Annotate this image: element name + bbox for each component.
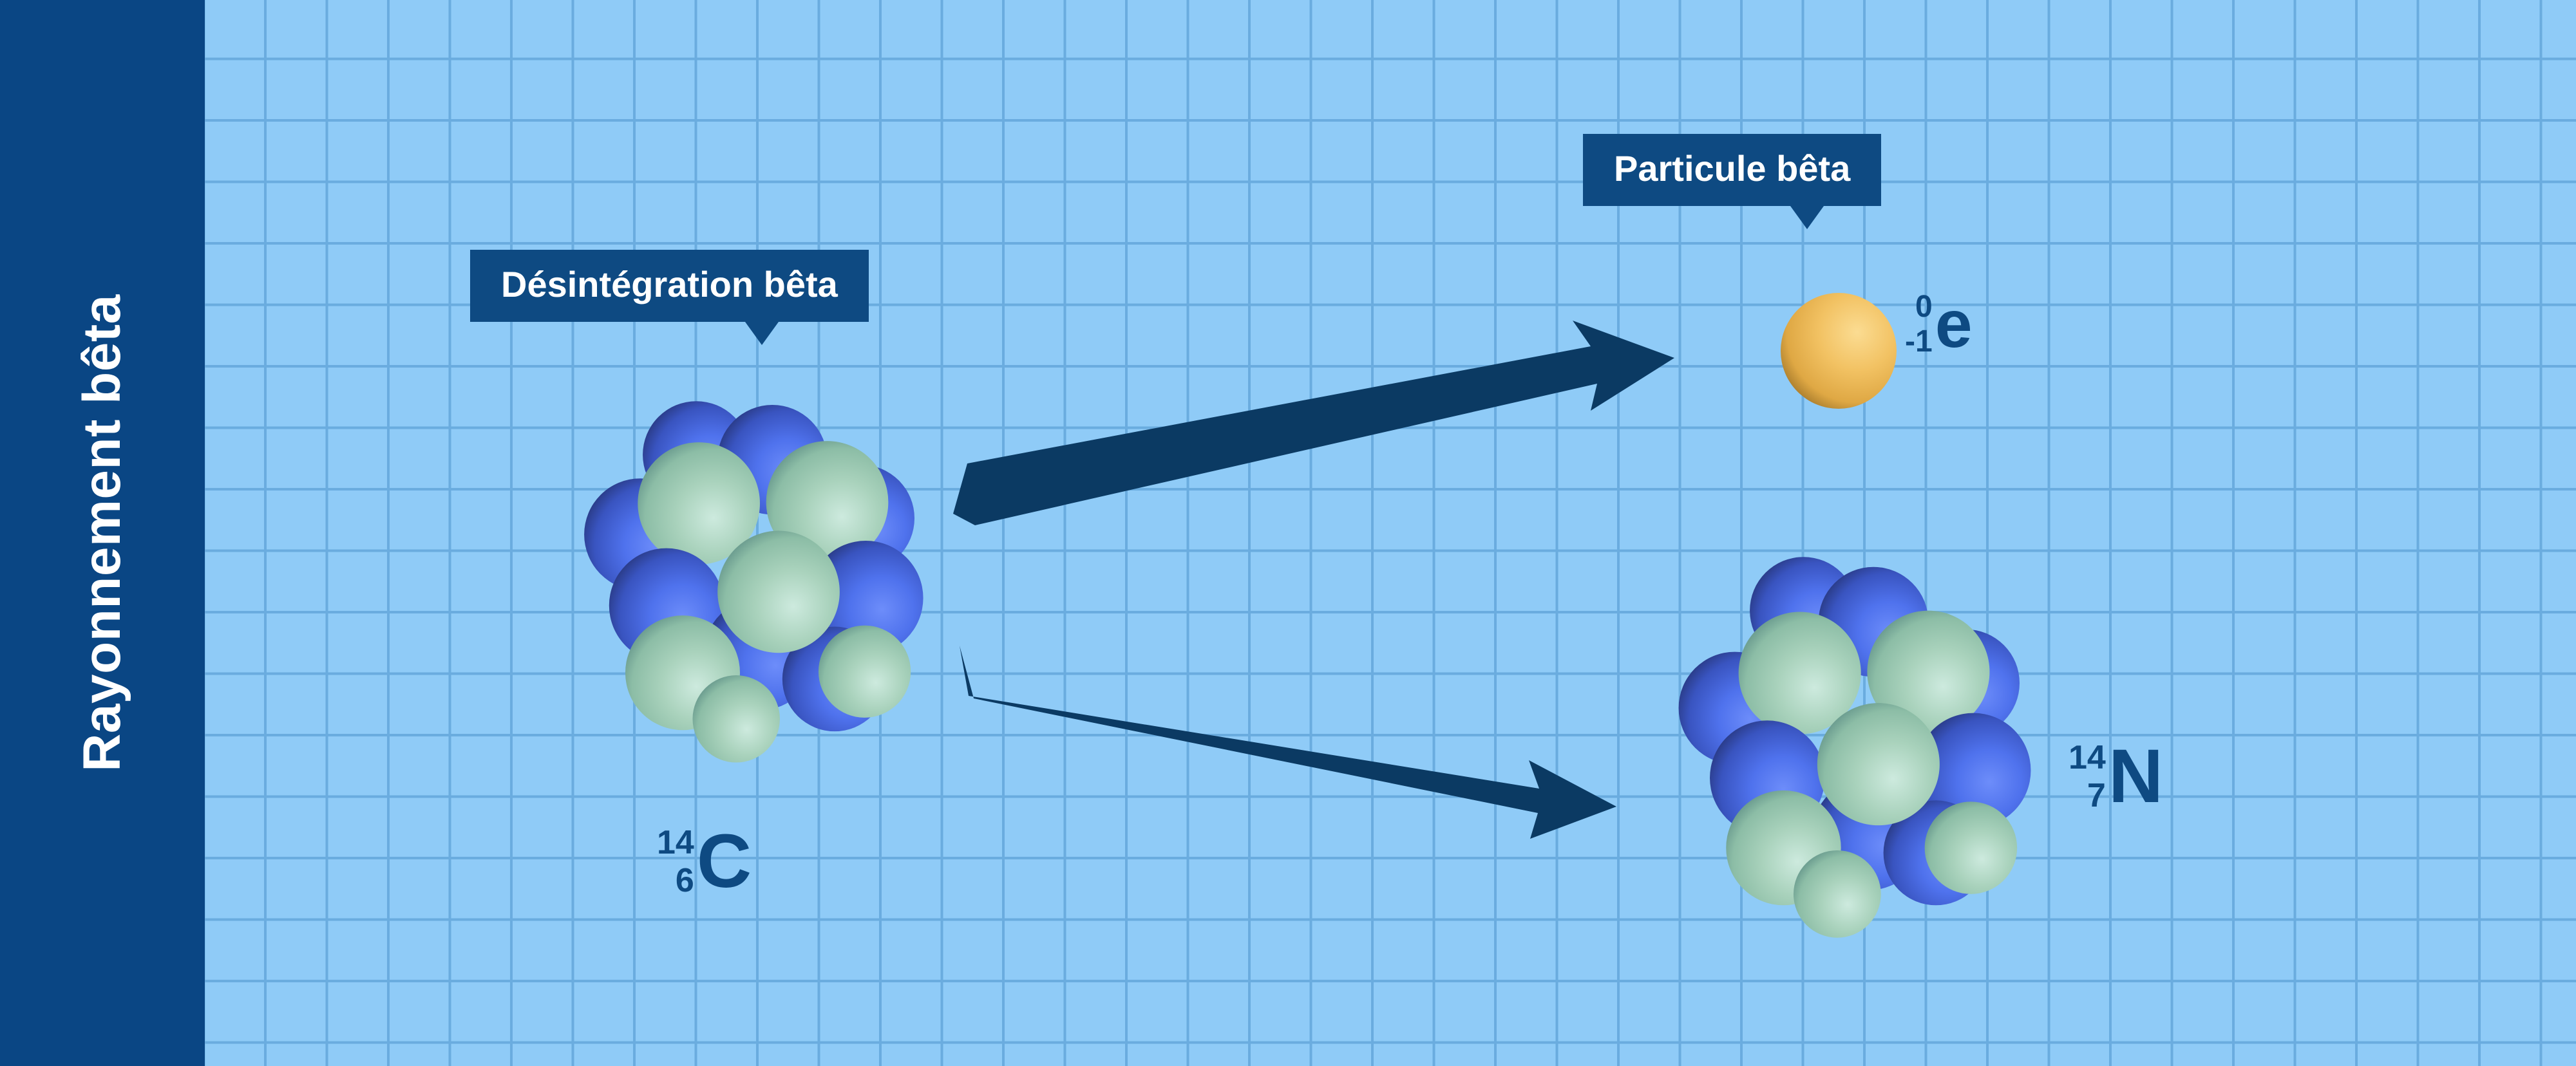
proton-sphere	[717, 530, 840, 653]
proton-sphere	[1867, 610, 1990, 733]
callout-tail-icon	[1790, 206, 1824, 229]
callout-beta-particle: Particule bêta	[1583, 134, 1882, 229]
nucleon-group-mid	[609, 441, 923, 663]
proton-sphere	[692, 675, 780, 763]
nucleon-group-front	[1726, 703, 2018, 938]
neutron-sphere	[808, 541, 923, 656]
sidebar-title: Rayonnement bêta	[73, 294, 131, 772]
element-symbol: N	[2108, 734, 2164, 819]
isotope-numbers: 14 6	[657, 825, 694, 898]
isotope-notation-carbon-14: 14 6 C	[657, 819, 752, 904]
mass-number: 0	[1915, 290, 1933, 324]
element-symbol: e	[1935, 286, 1973, 362]
proton-sphere	[1793, 850, 1881, 938]
mass-number: 14	[657, 824, 694, 861]
proton-sphere	[766, 441, 889, 563]
neutron-sphere	[1916, 713, 2031, 828]
beta-particle-sphere	[1781, 293, 1897, 409]
proton-sphere	[1738, 612, 1861, 734]
isotope-notation-nitrogen-14: 14 7 N	[2069, 734, 2164, 819]
proton-sphere	[1817, 703, 1940, 826]
nucleus-nitrogen-14	[1678, 557, 2031, 938]
nucleus-carbon-14	[584, 401, 923, 763]
callout-beta-decay: Désintégration bêta	[470, 250, 869, 345]
atomic-number: 6	[675, 861, 694, 899]
element-symbol: C	[696, 819, 752, 904]
proton-sphere	[818, 625, 911, 718]
isotope-numbers: 14 7	[2069, 740, 2106, 813]
proton-sphere	[638, 442, 760, 565]
callout-beta-particle-label: Particule bêta	[1583, 134, 1882, 206]
callout-tail-icon	[745, 322, 779, 345]
arrow-shape	[960, 646, 1616, 839]
isotope-numbers: 0 -1	[1905, 290, 1933, 359]
atomic-number: -1	[1905, 324, 1933, 359]
callout-beta-decay-label: Désintégration bêta	[470, 250, 869, 322]
arrow-to-beta-particle	[953, 321, 1674, 525]
atomic-number: 7	[2087, 776, 2106, 814]
proton-sphere	[1924, 801, 2018, 894]
arrow-shape	[953, 321, 1674, 525]
sidebar-panel: Rayonnement bêta	[0, 0, 205, 1066]
arrow-to-nitrogen	[960, 646, 1616, 839]
mass-number: 14	[2069, 739, 2106, 776]
electron-sphere	[1781, 293, 1897, 409]
isotope-notation-beta-particle: 0 -1 e	[1905, 286, 1973, 362]
nucleon-group-front	[625, 530, 911, 763]
